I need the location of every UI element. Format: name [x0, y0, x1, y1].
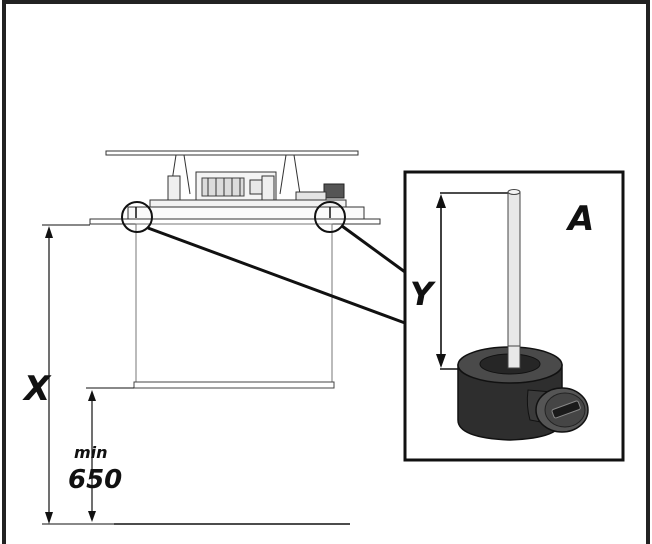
min-label: min [74, 443, 108, 462]
detail-circle-left [121, 201, 153, 233]
x-label: X [22, 369, 52, 409]
leader-line-right [341, 224, 406, 274]
top-plate [105, 150, 359, 156]
y-label: Y [410, 275, 436, 313]
pin-part [507, 189, 521, 371]
bottom-bar [133, 381, 335, 389]
control-box [323, 183, 345, 199]
locking-collar [457, 345, 589, 441]
detail-label: A [565, 199, 594, 239]
detail-circle-right [314, 201, 346, 233]
min-value-label: 650 [68, 465, 122, 495]
housing-body [135, 223, 333, 383]
mounting-plate [89, 218, 381, 225]
ceiling-unit-drawing [89, 150, 381, 389]
leader-line-left [147, 226, 406, 325]
